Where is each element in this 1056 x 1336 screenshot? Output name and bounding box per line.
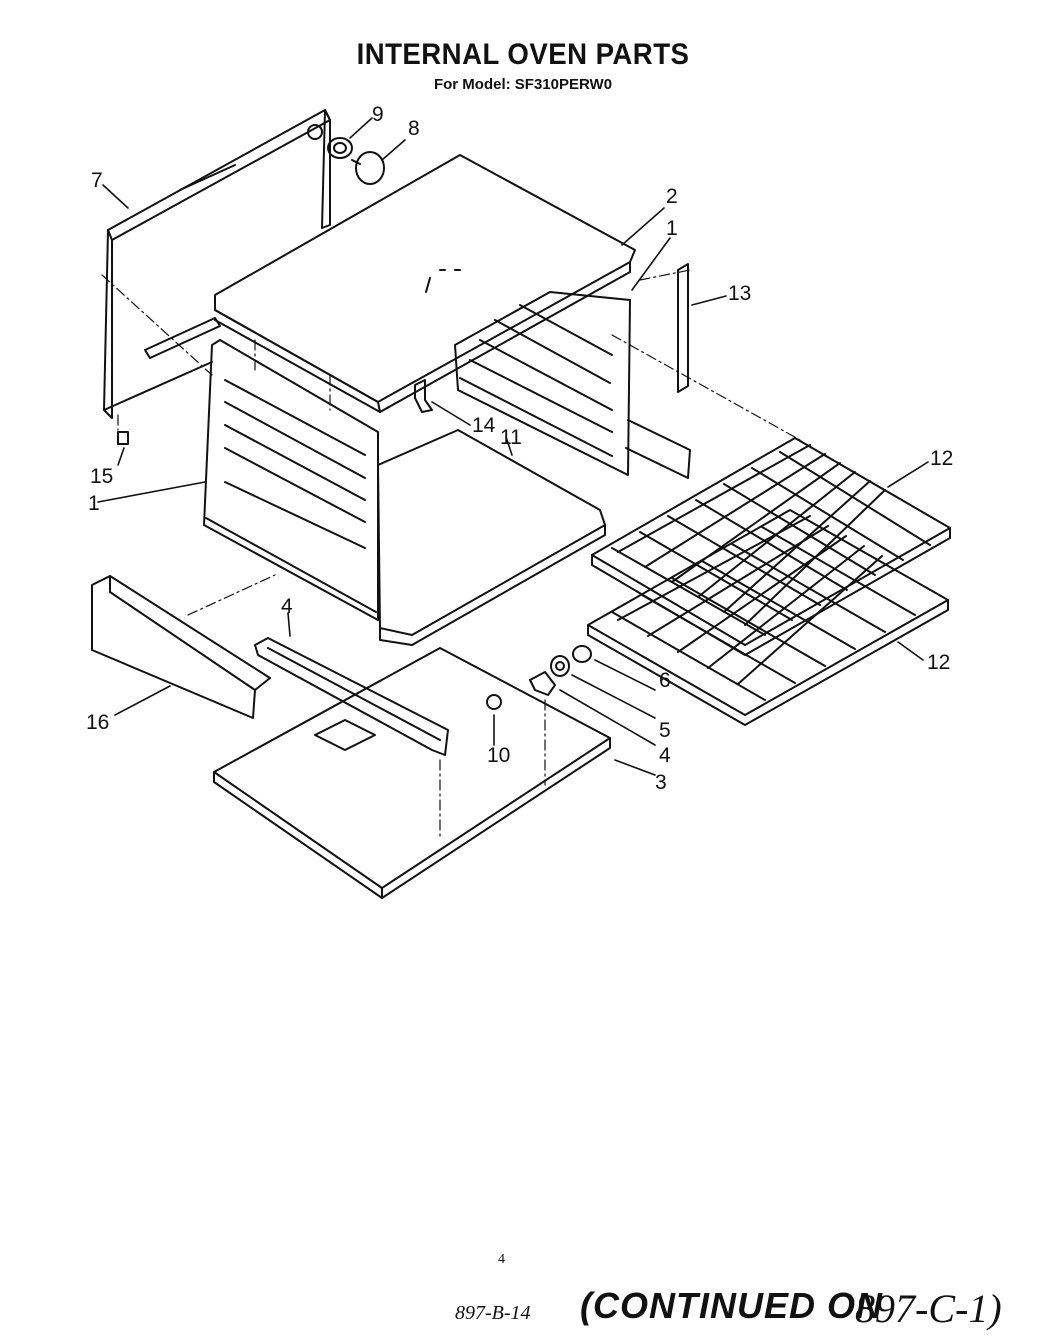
part-7-rear-frame [103, 109, 331, 419]
callout-3: 3 [655, 771, 667, 794]
callout-7: 7 [91, 169, 103, 192]
callout-6: 6 [659, 669, 671, 692]
part-8-bulb [351, 151, 385, 185]
callout-2: 2 [666, 185, 678, 208]
assembly-guide-lines [101, 269, 801, 841]
callout-5: 5 [659, 719, 671, 742]
continued-reference: 897-C-1) [855, 1286, 1002, 1331]
callout-10: 10 [487, 744, 511, 767]
document-code: 897-B-14 [455, 1302, 531, 1324]
part-12-lower-rack [587, 509, 949, 726]
callout-12-top: 12 [930, 447, 954, 470]
part-14-bracket [414, 379, 433, 413]
callout-4-right: 4 [659, 744, 671, 767]
part-4-right-bracket [529, 671, 556, 696]
part-15-clip [117, 431, 129, 445]
callout-16: 16 [86, 711, 110, 734]
callout-leaders [97, 117, 929, 776]
part-5-spacer [550, 655, 570, 677]
callout-9: 9 [372, 103, 384, 126]
part-4-burner-rail [254, 637, 449, 756]
part-9-lamp-socket [327, 137, 353, 159]
callout-1-left: 1 [88, 492, 100, 515]
callout-11: 11 [500, 426, 522, 449]
callout-4-top: 4 [281, 595, 293, 618]
part-10-nut [486, 694, 502, 710]
part-11-oven-bottom [377, 429, 606, 646]
part-1-right-side-panel [454, 291, 691, 479]
callout-13: 13 [728, 282, 752, 305]
part-12-upper-rack [591, 437, 951, 656]
part-13-side-strip [677, 263, 689, 393]
part-16-front-trim [91, 575, 271, 719]
model-subtitle: For Model: SF310PERW0 [433, 76, 613, 93]
callout-1-right: 1 [666, 217, 678, 240]
part-2-top-panel [144, 154, 636, 413]
part-3-bottom-tray [213, 647, 611, 899]
callout-14: 14 [472, 414, 496, 437]
callout-15: 15 [90, 465, 114, 488]
part-6-orifice [572, 645, 592, 663]
callout-8: 8 [408, 117, 420, 140]
continued-notice: (CONTINUED ON [580, 1285, 883, 1326]
page-number: 4 [498, 1252, 505, 1267]
callout-12-bottom: 12 [927, 651, 951, 674]
page-title: INTERNAL OVEN PARTS [356, 38, 690, 71]
part-1-left-side-panel [203, 339, 379, 621]
